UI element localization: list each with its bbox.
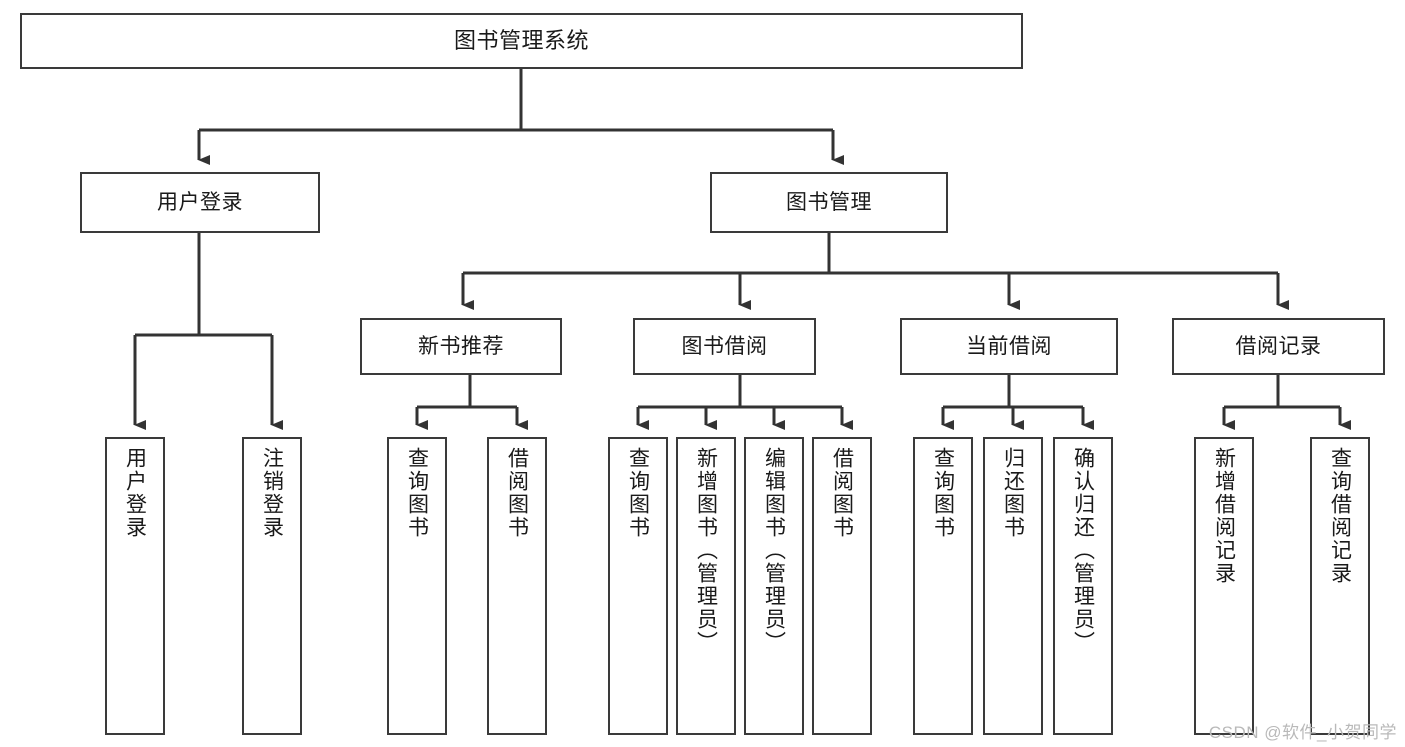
leaf-borrow-book-2-label: 借阅图书 <box>830 447 854 539</box>
leaf-return-book-label: 归还图书 <box>1001 447 1025 539</box>
leaf-query-record-label: 查询借阅记录 <box>1328 447 1352 585</box>
leaf-query-book-1-label: 查询图书 <box>405 447 429 539</box>
leaf-query-book-3-label: 查询图书 <box>931 447 955 539</box>
leaf-user-login-label: 用户登录 <box>123 447 147 539</box>
node-borrow-record[interactable]: 借阅记录 <box>1172 318 1385 375</box>
leaf-query-book-2-label: 查询图书 <box>626 447 650 539</box>
watermark-text: CSDN @软件_小贺同学 <box>1208 723 1397 742</box>
leaf-borrow-book-1[interactable]: 借阅图书 <box>487 437 547 735</box>
node-root-label: 图书管理系统 <box>453 27 589 53</box>
node-borrow-record-label: 借阅记录 <box>1235 334 1322 358</box>
leaf-logout[interactable]: 注销登录 <box>242 437 302 735</box>
leaf-query-record[interactable]: 查询借阅记录 <box>1310 437 1370 735</box>
leaf-query-book-2[interactable]: 查询图书 <box>608 437 668 735</box>
node-new-book-rec-label: 新书推荐 <box>418 334 504 358</box>
leaf-add-book[interactable]: 新增图书（管理员） <box>676 437 736 735</box>
node-book-manage[interactable]: 图书管理 <box>710 172 948 233</box>
node-root[interactable]: 图书管理系统 <box>20 13 1023 69</box>
leaf-add-record[interactable]: 新增借阅记录 <box>1194 437 1254 735</box>
leaf-add-record-label: 新增借阅记录 <box>1212 447 1236 585</box>
node-book-borrow-label: 图书借阅 <box>681 334 768 358</box>
node-user-login-label: 用户登录 <box>157 190 243 214</box>
leaf-edit-book-label: 编辑图书（管理员） <box>762 447 786 654</box>
leaf-confirm-return-label: 确认归还（管理员） <box>1071 447 1095 654</box>
node-user-login[interactable]: 用户登录 <box>80 172 320 233</box>
node-current-borrow-label: 当前借阅 <box>966 334 1052 358</box>
leaf-add-book-label: 新增图书（管理员） <box>694 447 718 654</box>
leaf-borrow-book-2[interactable]: 借阅图书 <box>812 437 872 735</box>
node-new-book-rec[interactable]: 新书推荐 <box>360 318 562 375</box>
leaf-query-book-1[interactable]: 查询图书 <box>387 437 447 735</box>
node-book-manage-label: 图书管理 <box>786 190 872 214</box>
node-book-borrow[interactable]: 图书借阅 <box>633 318 816 375</box>
leaf-confirm-return[interactable]: 确认归还（管理员） <box>1053 437 1113 735</box>
leaf-borrow-book-1-label: 借阅图书 <box>505 447 529 539</box>
node-current-borrow[interactable]: 当前借阅 <box>900 318 1118 375</box>
leaf-logout-label: 注销登录 <box>260 447 284 539</box>
leaf-return-book[interactable]: 归还图书 <box>983 437 1043 735</box>
leaf-query-book-3[interactable]: 查询图书 <box>913 437 973 735</box>
leaf-edit-book[interactable]: 编辑图书（管理员） <box>744 437 804 735</box>
leaf-user-login[interactable]: 用户登录 <box>105 437 165 735</box>
